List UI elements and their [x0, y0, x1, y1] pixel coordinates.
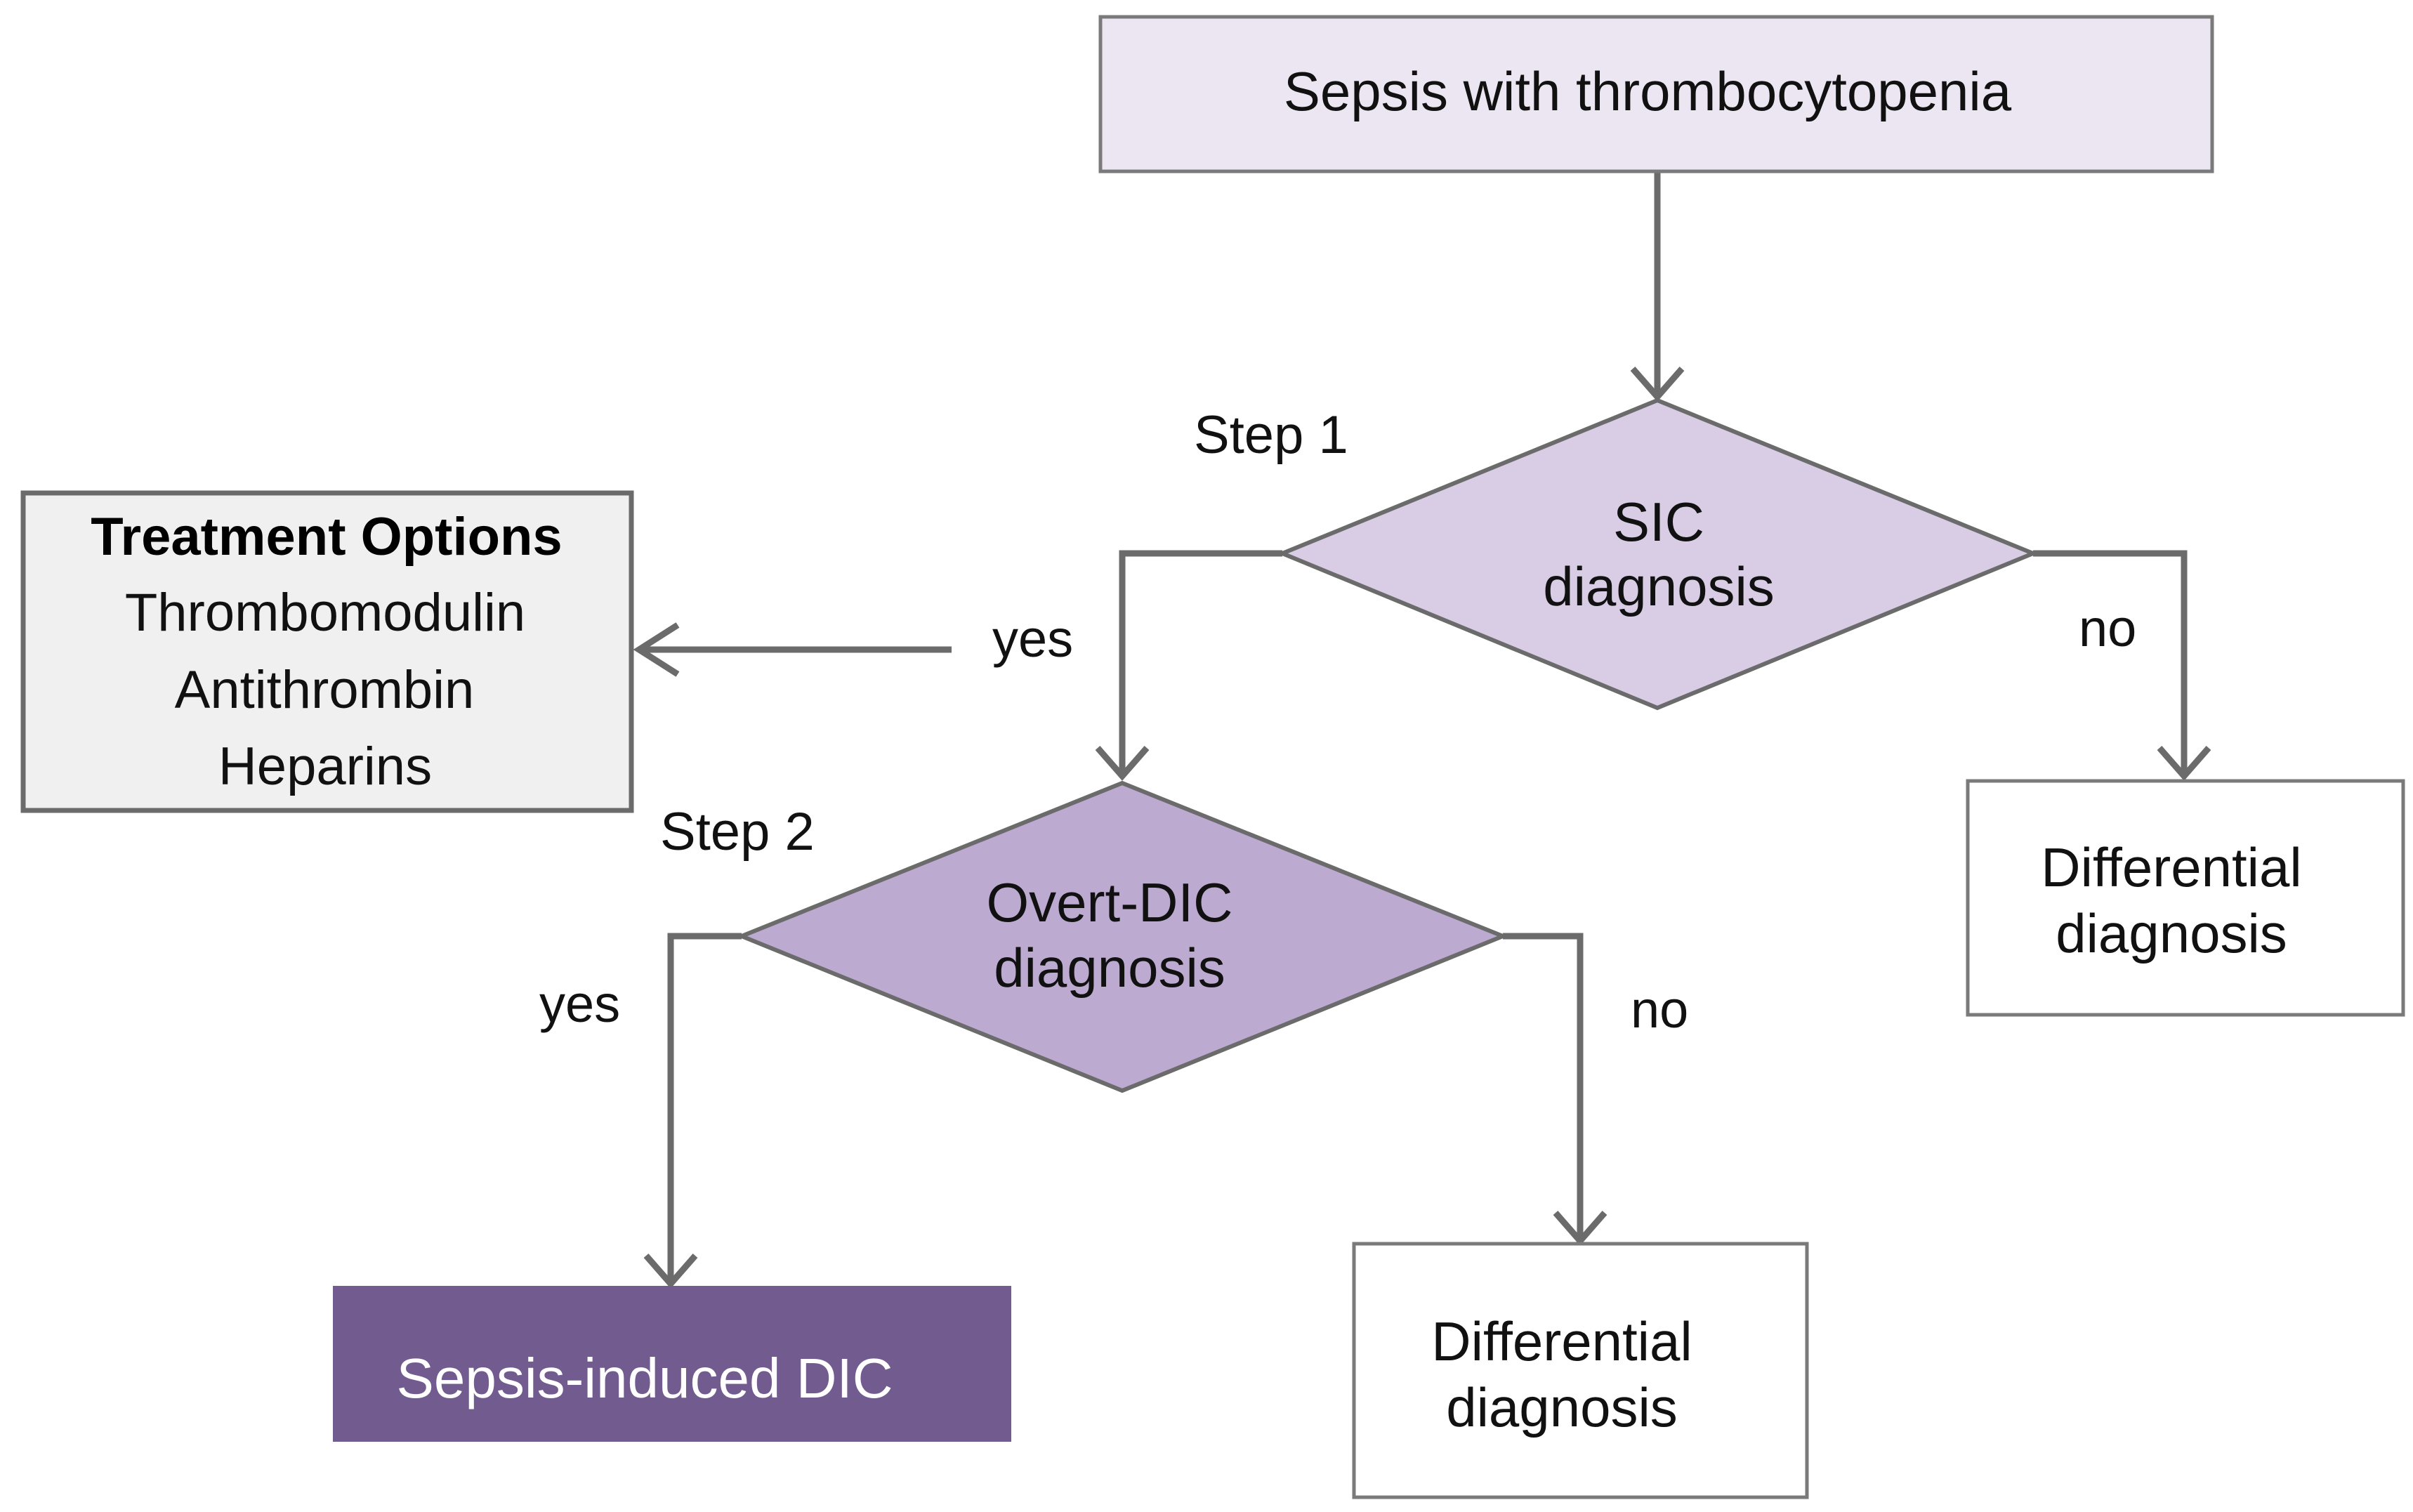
- arrow-sic-no-head: [2157, 746, 2211, 781]
- sepsis-induced-dic-box: Sepsis-induced DIC: [333, 1286, 1011, 1442]
- differential-diagnosis-box-1: Differential diagnosis: [1966, 779, 2405, 1017]
- differential-box-1-shape: [1966, 779, 2405, 1017]
- dic-decision-line1: Overt-DIC: [987, 872, 1233, 933]
- differential-box-1-line1: Differential: [2041, 836, 2301, 898]
- differential-box-2-shape: [1352, 1242, 1809, 1499]
- treatment-item-thrombomodulin: Thrombomodulin: [125, 583, 525, 643]
- sic-yes-label: yes: [992, 610, 1073, 668]
- treatment-item-antithrombin: Antithrombin: [175, 660, 475, 720]
- arrow-sic-yes: [1119, 550, 1282, 773]
- sic-decision-line2: diagnosis: [1543, 556, 1775, 617]
- sic-diamond-shape: [1277, 397, 2039, 711]
- step1-label: Step 1: [1194, 405, 1348, 465]
- arrow-sic-yes-head: [1095, 746, 1150, 781]
- start-box-shape: [1098, 15, 2214, 173]
- differential-box-2-line1: Differential: [1431, 1310, 1692, 1372]
- differential-diagnosis-box-2: Differential diagnosis: [1352, 1242, 1809, 1499]
- dic-no-label: no: [1631, 980, 1688, 1039]
- overt-dic-diagnosis-decision: Overt-DIC diagnosis: [735, 780, 1509, 1093]
- dic-diamond-shape: [735, 780, 1509, 1093]
- differential-box-2-line2: diagnosis: [1446, 1376, 1678, 1438]
- sepsis-induced-dic-shape: [333, 1286, 1011, 1442]
- arrow-dic-no: [1503, 933, 1584, 1237]
- arrow-dic-yes: [667, 933, 742, 1280]
- sic-diagnosis-decision: SIC diagnosis: [1277, 397, 2039, 711]
- sepsis-induced-dic-label: Sepsis-induced DIC: [397, 1347, 893, 1409]
- treatment-item-heparins: Heparins: [218, 737, 432, 796]
- treatment-box-shape: [20, 490, 634, 813]
- sic-decision-line1: SIC: [1613, 491, 1704, 553]
- dic-yes-label: yes: [539, 975, 620, 1033]
- start-box: Sepsis with thrombocytopenia: [1098, 15, 2214, 173]
- sic-no-label: no: [2079, 599, 2136, 657]
- step2-label: Step 2: [660, 802, 815, 862]
- dic-decision-line2: diagnosis: [994, 937, 1225, 999]
- treatment-title: Treatment Options: [91, 507, 562, 567]
- treatment-options-box: Treatment Options Thrombomodulin Antithr…: [20, 490, 634, 813]
- arrow-dic-no-head: [1553, 1211, 1607, 1246]
- arrow-start-to-sic-head: [1630, 367, 1685, 402]
- differential-box-1-line2: diagnosis: [2056, 902, 2287, 964]
- start-box-label: Sepsis with thrombocytopenia: [1284, 60, 2012, 122]
- arrow-sic-no: [2033, 550, 2188, 773]
- arrow-dic-yes-head: [643, 1254, 698, 1289]
- arrow-to-treatment-head: [633, 622, 680, 677]
